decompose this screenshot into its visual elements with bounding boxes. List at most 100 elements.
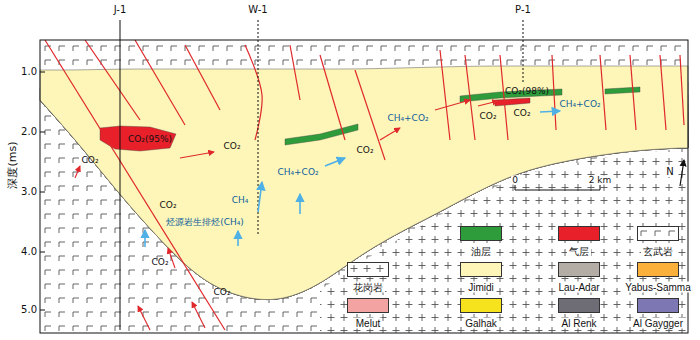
pattern-sample (348, 263, 388, 276)
co2-arrow (168, 248, 175, 268)
legend-label: 油层 (469, 246, 493, 257)
axis-title: 深度(ms) (7, 141, 18, 188)
scale-label: 0 (511, 176, 519, 185)
co2-arrow (75, 166, 80, 178)
axis-tick-label: 3.0 (21, 187, 37, 197)
co2-arrow (192, 302, 205, 328)
gas-label: CH₄+CO₂ (559, 100, 600, 109)
axis-tick-label: 4.0 (21, 247, 37, 257)
frame (40, 40, 688, 333)
legend-label: 玄武岩 (641, 246, 675, 257)
legend-swatch (558, 226, 600, 241)
legend-label: Al Renk (559, 318, 598, 329)
axis-tick-label: 1.0 (21, 67, 37, 77)
co2-arrow (138, 306, 150, 330)
well-name: P-1 (515, 5, 531, 15)
gas-label: CO₂ (514, 109, 531, 118)
gas-label: CO₂(98%) (505, 87, 549, 96)
axis-tick (40, 132, 45, 133)
axis-tick-label: 2.0 (21, 127, 37, 137)
fault-line (135, 40, 185, 125)
ch4-arrow (325, 158, 345, 166)
well-line (258, 20, 259, 235)
co2-arrow (478, 101, 498, 106)
fault-line (185, 45, 220, 110)
axis-tick-label: 5.0 (21, 305, 37, 315)
legend-swatch (558, 262, 600, 277)
legend-swatch (637, 298, 679, 313)
legend-swatch (460, 226, 502, 241)
co2-arrow (380, 128, 400, 140)
fault-line (85, 40, 140, 120)
fault-line (660, 55, 666, 130)
legend-swatch (347, 298, 389, 313)
legend-label: Al Gaygger (631, 318, 685, 329)
well-name: J-1 (114, 5, 127, 15)
gas-label: CO₂ (357, 146, 374, 155)
axis-tick (40, 72, 45, 73)
gas-label: CO₂ (224, 142, 241, 151)
pattern-fill (638, 227, 678, 240)
gas-label: CH₄+CO₂ (277, 168, 318, 177)
oil-body (285, 124, 358, 145)
fault-line (355, 70, 385, 160)
gas-label: CO₂ (82, 156, 99, 165)
co2-arrow (180, 152, 214, 158)
fault-line (440, 50, 450, 140)
legend-swatch (460, 262, 502, 277)
gas-label: CH₄ (232, 196, 249, 205)
gas-label: CO₂ (214, 288, 231, 297)
ch4-arrow (540, 111, 560, 112)
north-arrow (680, 160, 684, 186)
gas-label: CO₂ (480, 112, 497, 121)
gas-label: 烃源岩生排烃(CH₄) (166, 218, 244, 227)
well-line (523, 20, 524, 82)
legend-label: Yabus-Samma (623, 282, 692, 293)
well-line (120, 20, 121, 330)
gas-label: CO₂ (160, 201, 177, 210)
gas-body (495, 98, 530, 106)
pattern-fill (348, 263, 388, 276)
legend-swatch (347, 262, 389, 277)
fault-line (630, 55, 636, 130)
gas-label: CO₂ (152, 258, 169, 267)
legend-label: Galhak (463, 318, 499, 329)
scale-label: 2 km (588, 176, 613, 185)
oil-body (605, 87, 640, 94)
legend-swatch (558, 298, 600, 313)
pattern-sample (638, 227, 678, 240)
legend-label: Melut (354, 318, 382, 329)
fault-line (552, 55, 556, 130)
ch4-arrow (258, 182, 262, 212)
strata-layer (40, 66, 688, 300)
legend-label: Lau-Adar (556, 282, 601, 293)
fault-line (600, 55, 606, 130)
well-name: W-1 (248, 5, 267, 15)
legend-swatch (460, 298, 502, 313)
ch4-arrow (237, 231, 239, 246)
legend-label: 气层 (567, 246, 591, 257)
fault-line (320, 55, 345, 140)
gas-label: CO₂(95%) (128, 135, 172, 144)
co2-arrow (435, 100, 470, 110)
axis-tick (40, 252, 45, 253)
fault-line (500, 55, 508, 140)
gas-label: CH₄+CO₂ (387, 114, 428, 123)
scale-bar (515, 185, 600, 190)
fault-line (290, 45, 300, 100)
legend-label: Jimidi (466, 282, 496, 293)
fault-line (465, 55, 475, 140)
axis-tick (40, 192, 45, 193)
axis-tick (40, 310, 45, 311)
fault-line (245, 45, 262, 140)
legend-label: 花岗岩 (351, 282, 385, 293)
ch4-arrow (144, 230, 146, 247)
fault-line (680, 55, 684, 125)
basalt-ground (40, 40, 688, 333)
legend-swatch (637, 226, 679, 241)
fault-line (45, 40, 225, 330)
scale-label: N (665, 167, 674, 177)
ch4-arrow (299, 194, 301, 214)
